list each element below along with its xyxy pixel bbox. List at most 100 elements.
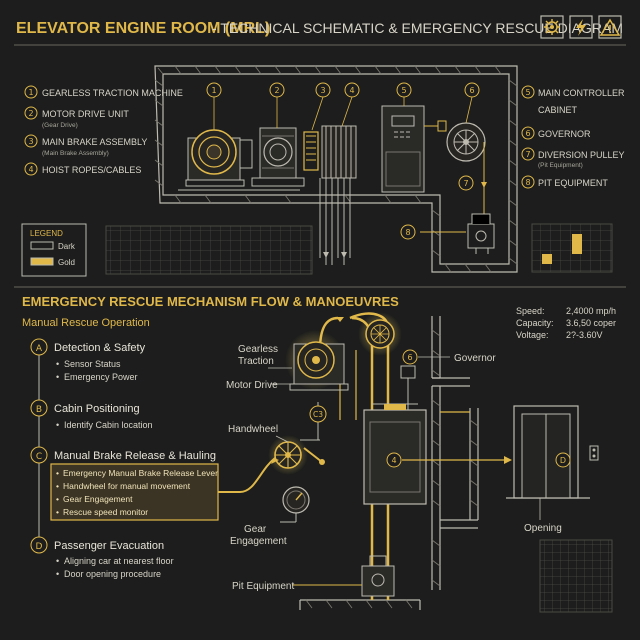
label-gearless-1: Gearless <box>238 344 278 355</box>
legend-item-7: 7 DIVERSION PULLEY (Pit Equipment) <box>521 147 625 169</box>
legend-title: LEGEND <box>30 229 63 238</box>
step-item: Rescue speed monitor <box>63 507 148 517</box>
legend-item-1: 1 GEARLESS TRACTION MACHINE <box>24 85 183 99</box>
svg-text:•: • <box>56 481 59 491</box>
legend-item-5: 5 MAIN CONTROLLER CABINET <box>521 85 625 115</box>
step-letter: D <box>36 542 43 552</box>
svg-text:•: • <box>56 494 59 504</box>
legend-label-2: CABINET <box>538 105 578 115</box>
warning-icon[interactable] <box>598 15 622 39</box>
step-letter: A <box>36 344 43 354</box>
legend-num: 3 <box>28 137 33 146</box>
governor-lower <box>400 365 416 410</box>
svg-text:•: • <box>56 569 59 579</box>
legend-num: 6 <box>525 129 530 138</box>
handwheel[interactable] <box>268 435 308 475</box>
top-legend-right: 5 MAIN CONTROLLER CABINET 6 GOVERNOR 7 D… <box>521 85 625 189</box>
label-pit-equipment: Pit Equipment <box>232 581 294 592</box>
legend-sub: (Gear Drive) <box>42 122 78 129</box>
page-title: ELEVATOR ENGINE ROOM (MRL) <box>16 20 270 37</box>
legend-item-2: 2 MOTOR DRIVE UNIT (Gear Drive) <box>24 106 129 129</box>
callout-6: 6 <box>469 86 474 95</box>
callout-4: 4 <box>349 86 354 95</box>
callout-2: 2 <box>274 86 279 95</box>
legend-label: MAIN BRAKE ASSEMBLY <box>42 137 147 147</box>
lightning-icon[interactable] <box>569 15 593 39</box>
legend-item-6: 6 GOVERNOR <box>521 126 591 140</box>
step-b: B Cabin Positioning • Identify Cabin loc… <box>30 399 153 430</box>
step-letter: B <box>36 405 42 415</box>
legend-label: DIVERSION PULLEY <box>538 150 625 160</box>
brake-assembly <box>303 131 319 171</box>
svg-text:•: • <box>56 420 59 430</box>
governor-label: Governor <box>454 353 496 364</box>
label-motor-drive: Motor Drive <box>226 380 278 391</box>
gear-engagement-gauge <box>282 486 310 514</box>
c3-callout <box>309 405 327 423</box>
spec-value: 2,4000 mp/h <box>566 306 616 316</box>
step-item: Emergency Power <box>64 372 138 382</box>
step-title: Cabin Positioning <box>54 403 140 415</box>
car-num: 4 <box>391 456 396 465</box>
label-opening: Opening <box>524 523 562 534</box>
spec-label: Voltage: <box>516 330 549 340</box>
step-item: Door opening procedure <box>64 569 161 579</box>
section2-title: EMERGENCY RESCUE MECHANISM FLOW & MANOEU… <box>22 294 399 309</box>
callout-1: 1 <box>211 86 216 95</box>
legend-label: GEARLESS TRACTION MACHINE <box>42 88 183 98</box>
traction-machine <box>185 129 253 187</box>
spec-value: 3.6,50 coper <box>566 318 616 328</box>
step-title: Detection & Safety <box>54 342 146 354</box>
legend-num: 2 <box>28 109 33 118</box>
svg-text:•: • <box>56 556 59 566</box>
legend-sub: (Main Brake Assembly) <box>42 150 109 157</box>
label-gear-1: Gear <box>244 524 267 535</box>
spec-label: Capacity: <box>516 318 554 328</box>
svg-text:•: • <box>56 507 59 517</box>
step-item: Handwheel for manual movement <box>63 481 191 491</box>
legend-num: 4 <box>28 165 33 174</box>
step-title: Manual Brake Release & Hauling <box>54 450 216 462</box>
pit-equipment <box>467 213 495 254</box>
legend-num: 8 <box>525 178 530 187</box>
top-legend-left: 1 GEARLESS TRACTION MACHINE 2 MOTOR DRIV… <box>24 85 183 176</box>
step-letter: C <box>36 452 42 462</box>
legend-num: 1 <box>28 88 33 97</box>
step-item: Identify Cabin location <box>64 420 153 430</box>
schematic-callouts: 1 2 3 4 5 6 7 8 <box>206 82 480 240</box>
rescue-diagram: 4 D <box>218 312 599 610</box>
legend-dark: Dark <box>58 242 76 251</box>
legend-box: LEGEND Dark Gold <box>21 223 87 277</box>
callout-8: 8 <box>405 228 410 237</box>
section2-subtitle: Manual Rescue Operation <box>22 317 150 329</box>
step-item: Aligning car at nearest floor <box>64 556 174 566</box>
governor-num: 6 <box>407 353 412 362</box>
step-c: C Manual Brake Release & Hauling • Emerg… <box>30 446 219 521</box>
machine-room-schematic <box>154 65 518 273</box>
legend-item-3: 3 MAIN BRAKE ASSEMBLY (Main Brake Assemb… <box>24 134 147 157</box>
gear-icon[interactable] <box>540 15 564 39</box>
step-a: A Detection & Safety • Sensor Status • E… <box>30 338 146 382</box>
controller-cabinet <box>381 105 425 193</box>
step-d: D Passenger Evacuation • Aligning car at… <box>30 536 174 579</box>
callout-5: 5 <box>401 86 406 95</box>
label-handwheel: Handwheel <box>228 424 278 435</box>
step-item: Gear Engagement <box>63 494 133 504</box>
pit-equipment-lower <box>361 555 395 597</box>
legend-label: PIT EQUIPMENT <box>538 178 608 188</box>
step-c-highlight <box>50 463 219 521</box>
callout-3: 3 <box>320 86 325 95</box>
grid-panel-top-right <box>531 223 613 273</box>
callout-7: 7 <box>463 179 468 188</box>
legend-sub: (Pit Equipment) <box>538 162 583 169</box>
legend-item-8: 8 PIT EQUIPMENT <box>521 175 608 189</box>
label-gearless-2: Traction <box>238 356 274 367</box>
legend-label: MAIN CONTROLLER <box>538 88 625 98</box>
hoist-drum <box>321 125 357 179</box>
specs-panel: Speed: 2,4000 mp/h Capacity: 3.6,50 cope… <box>516 306 616 340</box>
gearless-traction-machine <box>285 330 349 391</box>
governor-callout <box>402 349 418 365</box>
brake-release-lever[interactable] <box>303 447 325 465</box>
legend-label: MOTOR DRIVE UNIT <box>42 109 129 119</box>
